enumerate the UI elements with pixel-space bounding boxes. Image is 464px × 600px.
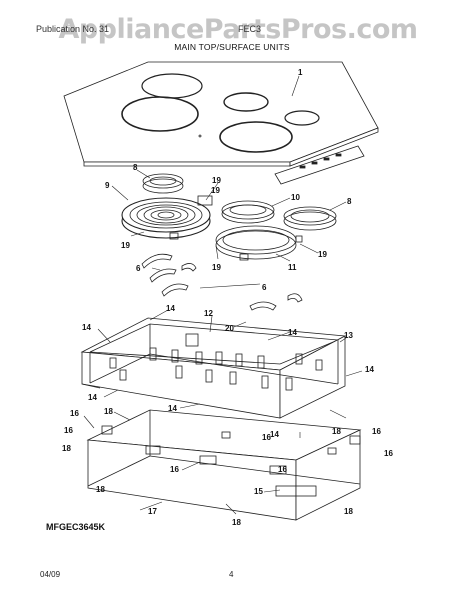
watermark: AppliancePartsPros.com: [58, 14, 418, 45]
callout-6: 6: [262, 283, 267, 292]
callout-14: 14: [270, 430, 279, 439]
callout-6: 6: [136, 264, 141, 273]
callout-14: 14: [166, 304, 175, 313]
surface-element-small-left: [142, 173, 184, 194]
model-number: MFGEC3645K: [46, 522, 106, 532]
footer-page-number: 4: [229, 570, 234, 579]
callout-9: 9: [105, 181, 110, 190]
callout-14: 14: [82, 323, 91, 332]
radiant-element-large: [121, 195, 213, 240]
callout-19: 19: [212, 176, 221, 185]
callout-19: 19: [212, 263, 221, 272]
bottom-tray: [86, 409, 362, 521]
main-top-box: [80, 317, 347, 419]
callout-12: 12: [204, 309, 213, 318]
callout-1: 1: [298, 68, 303, 77]
footer-date: 04/09: [40, 570, 61, 579]
model-header: FEC3: [238, 24, 262, 34]
surface-element-small-right: [283, 206, 337, 243]
callout-19: 19: [318, 250, 327, 259]
callout-18: 18: [232, 518, 241, 527]
callout-16: 16: [70, 409, 79, 418]
callout-14: 14: [288, 328, 297, 337]
callout-18: 18: [332, 427, 341, 436]
callout-20: 20: [225, 324, 234, 333]
publication-header: Publication No. 31: [36, 24, 110, 34]
leader-lines: [83, 75, 363, 515]
retaining-clips: [141, 253, 303, 311]
callout-18: 18: [96, 485, 105, 494]
callout-8: 8: [133, 163, 138, 172]
callout-11: 11: [288, 263, 297, 272]
callout-19: 19: [211, 186, 220, 195]
callout-16: 16: [372, 427, 381, 436]
callout-15: 15: [254, 487, 263, 496]
surface-element-11: [215, 225, 297, 261]
callout-19: 19: [121, 241, 130, 250]
callout-18: 18: [62, 444, 71, 453]
callout-16: 16: [170, 465, 179, 474]
callout-13: 13: [344, 331, 353, 340]
callout-labels: 1 8 19 9 10 19 8 19 19 19 11 6 6 14 12 2…: [62, 68, 393, 527]
callout-18: 18: [104, 407, 113, 416]
callout-10: 10: [291, 193, 300, 202]
callout-16: 16: [262, 433, 271, 442]
callout-16: 16: [64, 426, 73, 435]
callout-16: 16: [278, 465, 287, 474]
surface-element-10: [221, 200, 275, 224]
callout-14: 14: [168, 404, 177, 413]
glass-cooktop: [63, 61, 379, 167]
callout-16: 16: [384, 449, 393, 458]
callout-18: 18: [344, 507, 353, 516]
callout-17: 17: [148, 507, 157, 516]
callout-8: 8: [347, 197, 352, 206]
section-title: MAIN TOP/SURFACE UNITS: [174, 42, 290, 52]
control-panel-strip: [274, 145, 365, 185]
callout-14: 14: [88, 393, 97, 402]
callout-14: 14: [365, 365, 374, 374]
